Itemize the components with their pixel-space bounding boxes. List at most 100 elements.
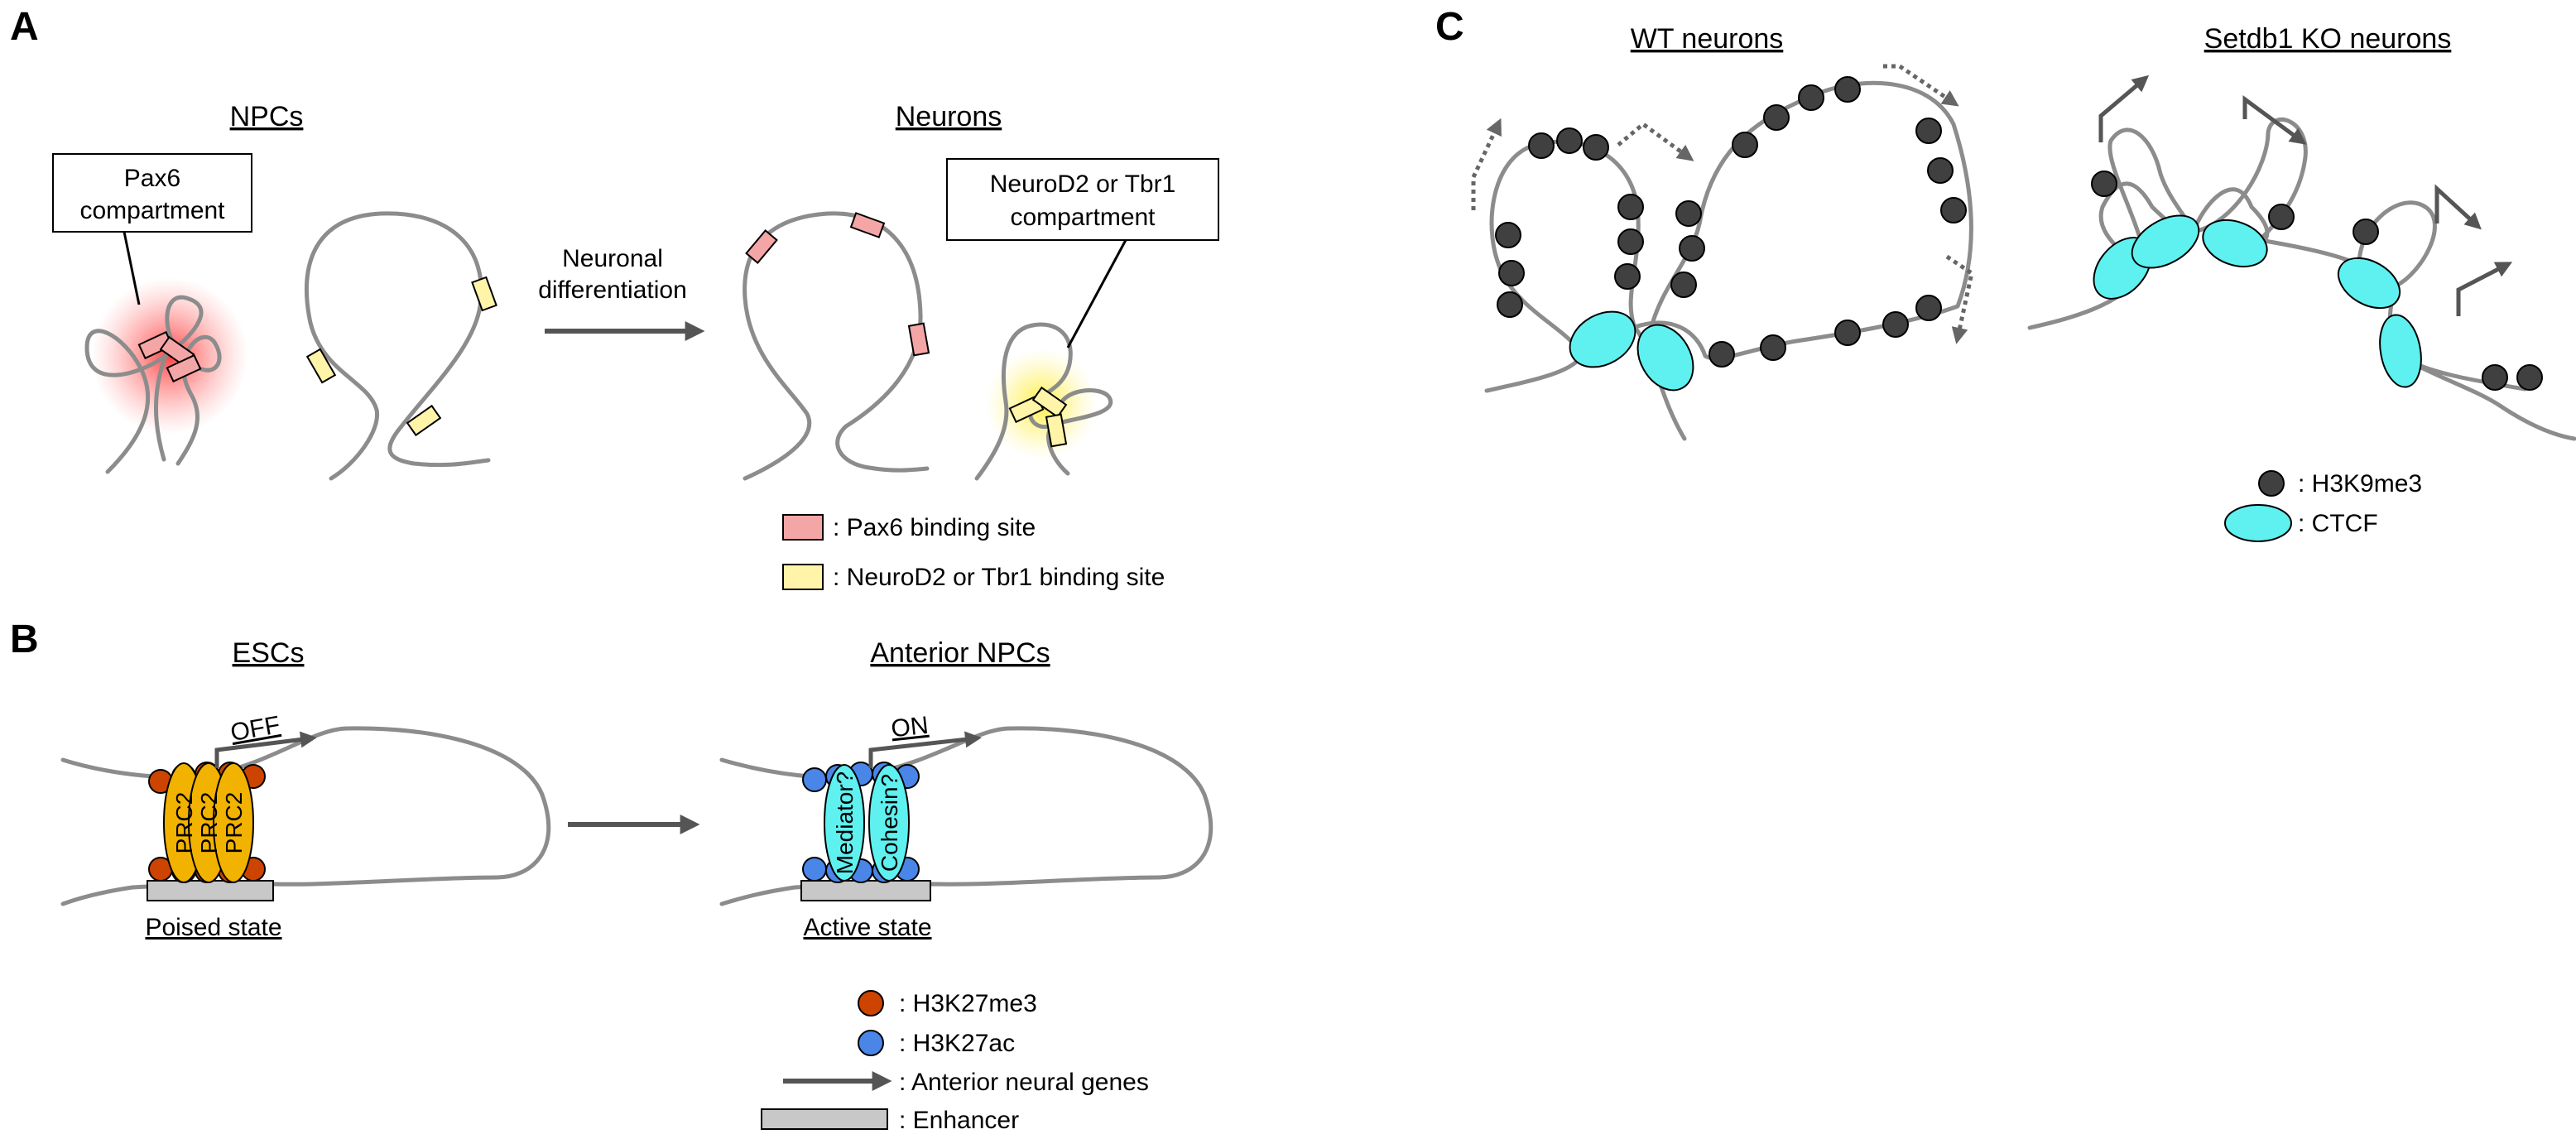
cohesin-label: Cohesin? [877, 774, 902, 872]
panel-a: A NPCs Neurons Pax6 compartment Neuronal… [10, 5, 1219, 591]
neurod2-site [1031, 386, 1068, 419]
ctcf-protein [1636, 324, 1694, 392]
legend-h3k27me3-symbol [858, 990, 884, 1016]
active-gene-arrow [2098, 74, 2150, 142]
pax6-compartment-box [52, 153, 252, 233]
h3k27ac-mark [802, 857, 827, 882]
silenced-gene-arrow [1945, 254, 1974, 344]
neurod2-pointer-line [1066, 239, 1127, 348]
h3k9me3-mark [1709, 341, 1735, 368]
panel-b: B ESCs Anterior NPCs PRC2 PRC2 PRC2 [10, 618, 1214, 1134]
h3k9me3-mark [1834, 320, 1861, 346]
silenced-gene-arrow [1883, 64, 1959, 107]
neurod2-box-line-2: compartment [1010, 204, 1156, 231]
ctcf-protein [1569, 310, 1636, 368]
active-gene-arrow [2242, 95, 2307, 145]
h3k9me3-mark [1927, 157, 1954, 184]
h3k9me3-mark [2353, 219, 2379, 245]
panel-b-letter: B [10, 618, 39, 661]
h3k9me3-mark [1675, 200, 1702, 227]
h3k27ac-mark [802, 767, 827, 792]
h3k9me3-mark [1915, 295, 1942, 321]
h3k9me3-mark [1798, 84, 1824, 111]
h3k9me3-mark [1528, 132, 1555, 159]
h3k9me3-mark [2091, 171, 2117, 197]
prc2-label: PRC2 [221, 792, 247, 854]
active-gene-arrow [2456, 262, 2513, 316]
active-enhancer [800, 880, 931, 901]
h3k9me3-mark [1760, 334, 1786, 361]
on-label: ON [890, 712, 930, 743]
ctcf-protein [2202, 219, 2268, 268]
legend-neurod2-text: : NeuroD2 or Tbr1 binding site [833, 564, 1165, 591]
h3k9me3-mark [1940, 197, 1967, 223]
pax6-site [745, 229, 778, 264]
h3k9me3-mark [1556, 127, 1583, 154]
legend-ctcf-symbol [2224, 504, 2292, 542]
prc2-label: PRC2 [196, 792, 222, 854]
prc2-complex [213, 762, 254, 883]
pax6-box-line-2: compartment [79, 197, 225, 224]
legend-h3k27me3-text: : H3K27me3 [899, 990, 1037, 1017]
mediator-label: Mediator? [832, 771, 858, 875]
neurod2-site [471, 276, 497, 312]
ko-h3k9me3-marks [2091, 171, 2543, 391]
npcs-title: NPCs [230, 101, 304, 132]
panel-c-letter: C [1435, 5, 1464, 49]
cohesin-complex [868, 764, 910, 882]
neurod2-site [1045, 413, 1068, 448]
h3k9me3-mark [1679, 235, 1705, 262]
h3k9me3-mark [1495, 222, 1521, 248]
h3k9me3-mark [1915, 118, 1942, 144]
pax6-site [907, 322, 930, 357]
neurons-title: Neurons [896, 101, 1002, 132]
legend-pax6-swatch [782, 514, 824, 541]
escs-title: ESCs [233, 637, 305, 669]
legend-panel-c: : H3K9me3 : CTCF [2224, 470, 2422, 542]
esc-enhancer [147, 880, 274, 901]
wt-h3k9me3-marks [1495, 76, 1967, 368]
mediator-complex [824, 764, 865, 882]
h3k9me3-mark [2482, 364, 2508, 391]
pax6-box-line-1: Pax6 [124, 165, 180, 192]
legend-h3k27ac-symbol [858, 1030, 884, 1056]
esc-chromatin-loop [60, 726, 551, 906]
legend-h3k27ac-text: : H3K27ac [899, 1030, 1015, 1057]
poised-state-label: Poised state [145, 914, 281, 941]
h3k9me3-mark [1497, 291, 1523, 318]
h3k9me3-mark [1614, 263, 1641, 290]
h3k9me3-mark [1617, 228, 1644, 255]
ctcf-protein [2379, 314, 2422, 388]
prc2-label: PRC2 [171, 792, 197, 854]
neuron-chromatin-loop-1 [743, 211, 930, 481]
panel-c: C WT neurons Setdb1 KO neurons [1435, 5, 2576, 542]
legend-enhancer-text: : Enhancer [899, 1107, 1019, 1134]
legend-h3k9me3-symbol [2258, 470, 2285, 497]
active-gene-arrow [868, 731, 982, 768]
silenced-gene-arrow [1617, 121, 1694, 161]
h3k9me3-mark [1583, 134, 1609, 161]
npc-chromatin-loop-2 [304, 211, 491, 481]
anterior-npc-chromatin-loop [719, 726, 1214, 906]
differentiation-label-1: Neuronal [562, 245, 663, 272]
legend-enhancer-symbol [761, 1108, 888, 1130]
esc-gene-arrow [214, 731, 317, 768]
pax6-site [849, 212, 886, 238]
pax6-pointer-line [123, 231, 141, 305]
legend-panel-a: : Pax6 binding site : NeuroD2 or Tbr1 bi… [782, 514, 1165, 591]
panel-a-letter: A [10, 5, 39, 49]
silenced-gene-arrow [1471, 118, 1502, 210]
anterior-npcs-title: Anterior NPCs [870, 637, 1050, 669]
h3k9me3-mark [1763, 104, 1790, 131]
wt-neurons-title: WT neurons [1631, 23, 1784, 55]
neurod2-site [406, 404, 442, 437]
h3k9me3-mark [1834, 76, 1861, 103]
active-gene-arrow [2434, 184, 2482, 230]
h3k9me3-mark [1670, 272, 1697, 298]
legend-pax6-text: : Pax6 binding site [833, 514, 1036, 541]
legend-panel-b: : H3K27me3 : H3K27ac : Anterior neural g… [761, 990, 1149, 1134]
legend-gene-text: : Anterior neural genes [899, 1069, 1149, 1096]
pax6-sites-npc [137, 330, 202, 383]
legend-h3k9me3-text: : H3K9me3 [2298, 470, 2422, 497]
